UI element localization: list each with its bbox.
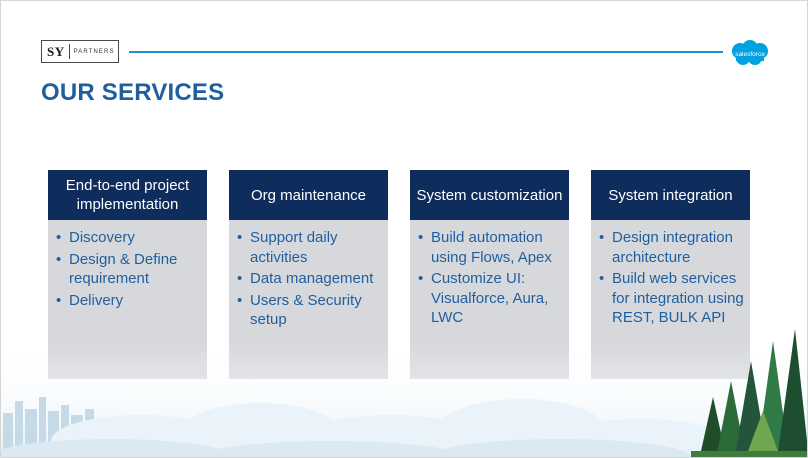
list-item-text: Customize UI: Visualforce, Aura, LWC: [431, 270, 549, 326]
header-divider-line: [129, 51, 723, 53]
list-item: • Design integration architecture: [599, 228, 744, 267]
list-item: • Users & Security setup: [237, 291, 382, 330]
bullet-icon: •: [418, 229, 424, 246]
service-card-list: • Support daily activities • Data manageme…: [229, 220, 388, 330]
bullet-icon: •: [56, 291, 62, 309]
list-item: • Design & Define requirement: [56, 250, 201, 289]
logo-word: PARTNERS: [73, 48, 115, 55]
cloud-bank-icon: [1, 439, 691, 457]
service-card-implementation: End-to-end project implementation • Disco…: [48, 170, 207, 379]
list-item-text: Delivery: [69, 291, 124, 309]
list-item-text: Discovery: [69, 229, 135, 246]
salesforce-wordmark: salesforce: [735, 51, 765, 58]
list-item: • Discovery: [56, 228, 201, 248]
service-card-heading: System integration: [591, 170, 750, 220]
list-item: • Delivery: [56, 291, 201, 311]
bullet-icon: •: [56, 250, 62, 268]
bullet-icon: •: [418, 270, 424, 287]
bullet-icon: •: [56, 229, 62, 246]
list-item-text: Build automation using Flows, Apex: [431, 229, 552, 266]
scenery-illustration: [1, 329, 807, 457]
bullet-icon: •: [237, 270, 243, 287]
service-card-list: • Build automation using Flows, Apex • Cus…: [410, 220, 569, 328]
page-title: OUR SERVICES: [41, 79, 225, 106]
list-item: • Build automation using Flows, Apex: [418, 228, 563, 267]
bullet-icon: •: [237, 229, 243, 246]
list-item: • Customize UI: Visualforce, Aura, LWC: [418, 269, 563, 328]
list-item-text: Design & Define requirement: [69, 250, 178, 288]
bullet-icon: •: [237, 291, 243, 309]
bullet-icon: •: [599, 270, 605, 287]
service-card-heading: System customization: [410, 170, 569, 220]
pine-trees-icon: [691, 329, 807, 457]
service-card-list: •Discovery •Design & Define requirement …: [48, 220, 207, 310]
list-item-text: Build web services for integration using…: [612, 270, 744, 326]
service-card-heading: Org maintenance: [229, 170, 388, 220]
list-item-text: Support daily activities: [250, 229, 338, 266]
service-card-list: • Design integration architecture • Build …: [591, 220, 750, 328]
salesforce-cloud-icon: salesforce: [732, 40, 768, 65]
list-item: • Data management: [237, 269, 382, 289]
service-card-heading: End-to-end project implementation: [48, 170, 207, 220]
logo-mark: SY: [42, 44, 70, 59]
list-item: • Build web services for integration usin…: [599, 269, 744, 328]
list-item-text: Data management: [250, 270, 374, 287]
list-item-text: Design integration architecture: [612, 229, 733, 266]
list-item: • Support daily activities: [237, 228, 382, 267]
sy-partners-logo: SY PARTNERS: [41, 40, 119, 63]
bullet-icon: •: [599, 229, 605, 246]
list-item-text: Users & Security setup: [250, 291, 362, 329]
